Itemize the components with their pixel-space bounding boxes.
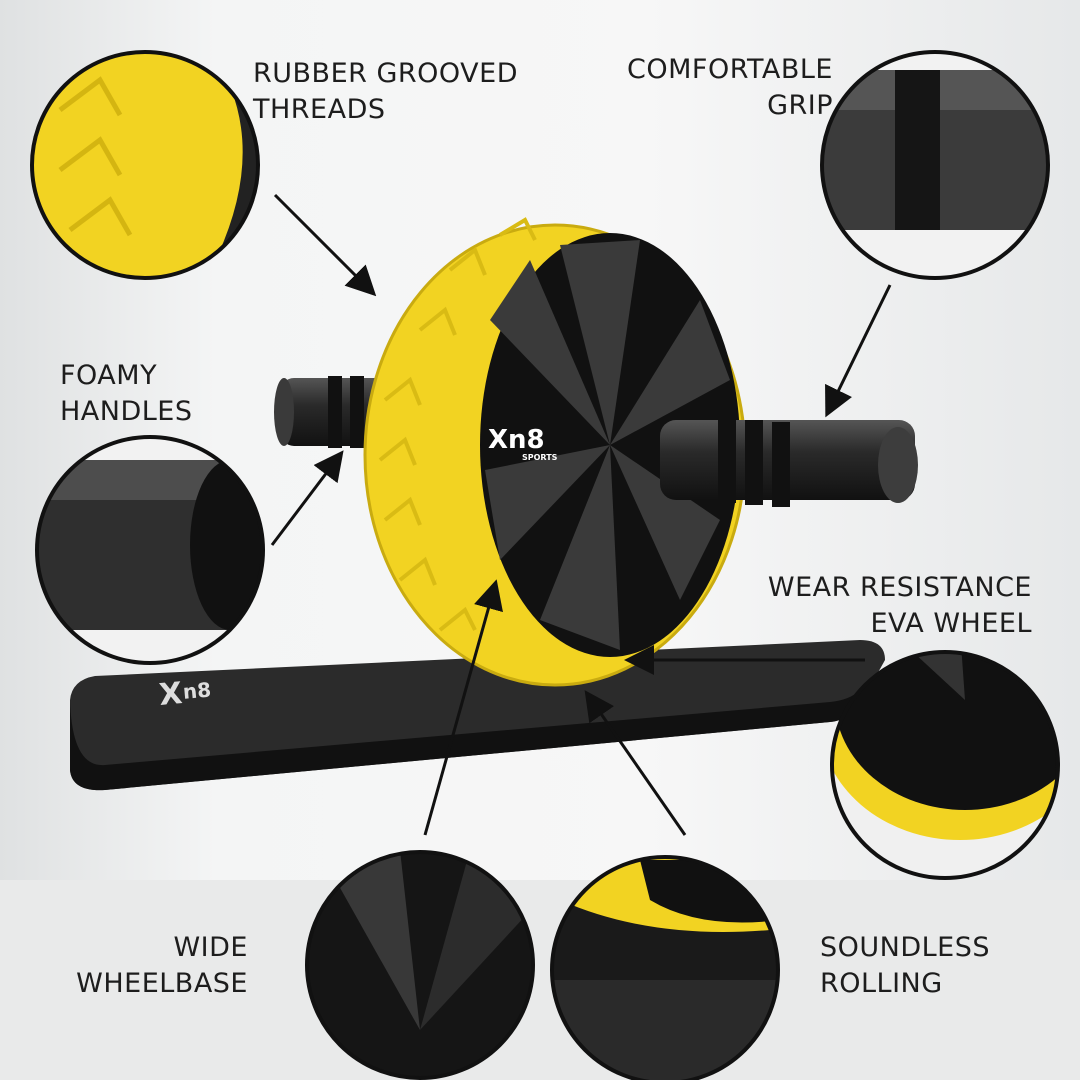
label-line: ROLLING: [820, 968, 943, 999]
right-handle: [660, 418, 918, 507]
left-handle: [274, 376, 390, 448]
label-soundless-rolling: SOUNDLESS ROLLING: [820, 930, 990, 1002]
label-line: WHEELBASE: [76, 968, 248, 999]
label-line: EVA WHEEL: [870, 608, 1032, 639]
label-wide-wheelbase: WIDE WHEELBASE: [76, 930, 248, 1002]
arrow-rolling: [584, 690, 687, 836]
logo-subtext: SPORTS: [522, 453, 558, 462]
label-line: WIDE: [173, 932, 248, 963]
label-line: THREADS: [253, 94, 386, 125]
label-line: RUBBER GROOVED: [253, 58, 519, 89]
label-line: SOUNDLESS: [820, 932, 991, 963]
arrow-grip: [825, 284, 892, 418]
label-wear-resistance-eva-wheel: WEAR RESISTANCE EVA WHEEL: [768, 570, 1032, 642]
label-line: HANDLES: [60, 396, 193, 427]
label-comfortable-grip: COMFORTABLE GRIP: [627, 52, 833, 124]
detail-circle-wheelbase: [307, 852, 533, 1078]
svg-text:n8: n8: [182, 678, 212, 704]
background-floor: [0, 880, 1080, 1080]
label-line: COMFORTABLE: [627, 54, 833, 85]
label-line: GRIP: [767, 90, 833, 121]
mat-logo: X n8: [158, 676, 212, 713]
label-foamy-handles: FOAMY HANDLES: [60, 358, 193, 430]
knee-mat: [70, 640, 885, 791]
wheel-logo: Xn8 SPORTS: [488, 425, 558, 462]
arrow-threads: [273, 193, 377, 297]
label-line: FOAMY: [60, 360, 158, 391]
label-line: WEAR RESISTANCE: [767, 572, 1032, 603]
detail-circle-grip: [822, 52, 1048, 278]
arrow-handles: [270, 450, 344, 546]
detail-circle-handles: [37, 437, 263, 663]
label-rubber-grooved-threads: RUBBER GROOVED THREADS: [253, 56, 518, 128]
svg-text:X: X: [158, 676, 184, 713]
arrow-wheelbase: [423, 579, 503, 836]
logo-text: Xn8: [488, 425, 545, 455]
detail-circle-threads: [32, 52, 258, 278]
